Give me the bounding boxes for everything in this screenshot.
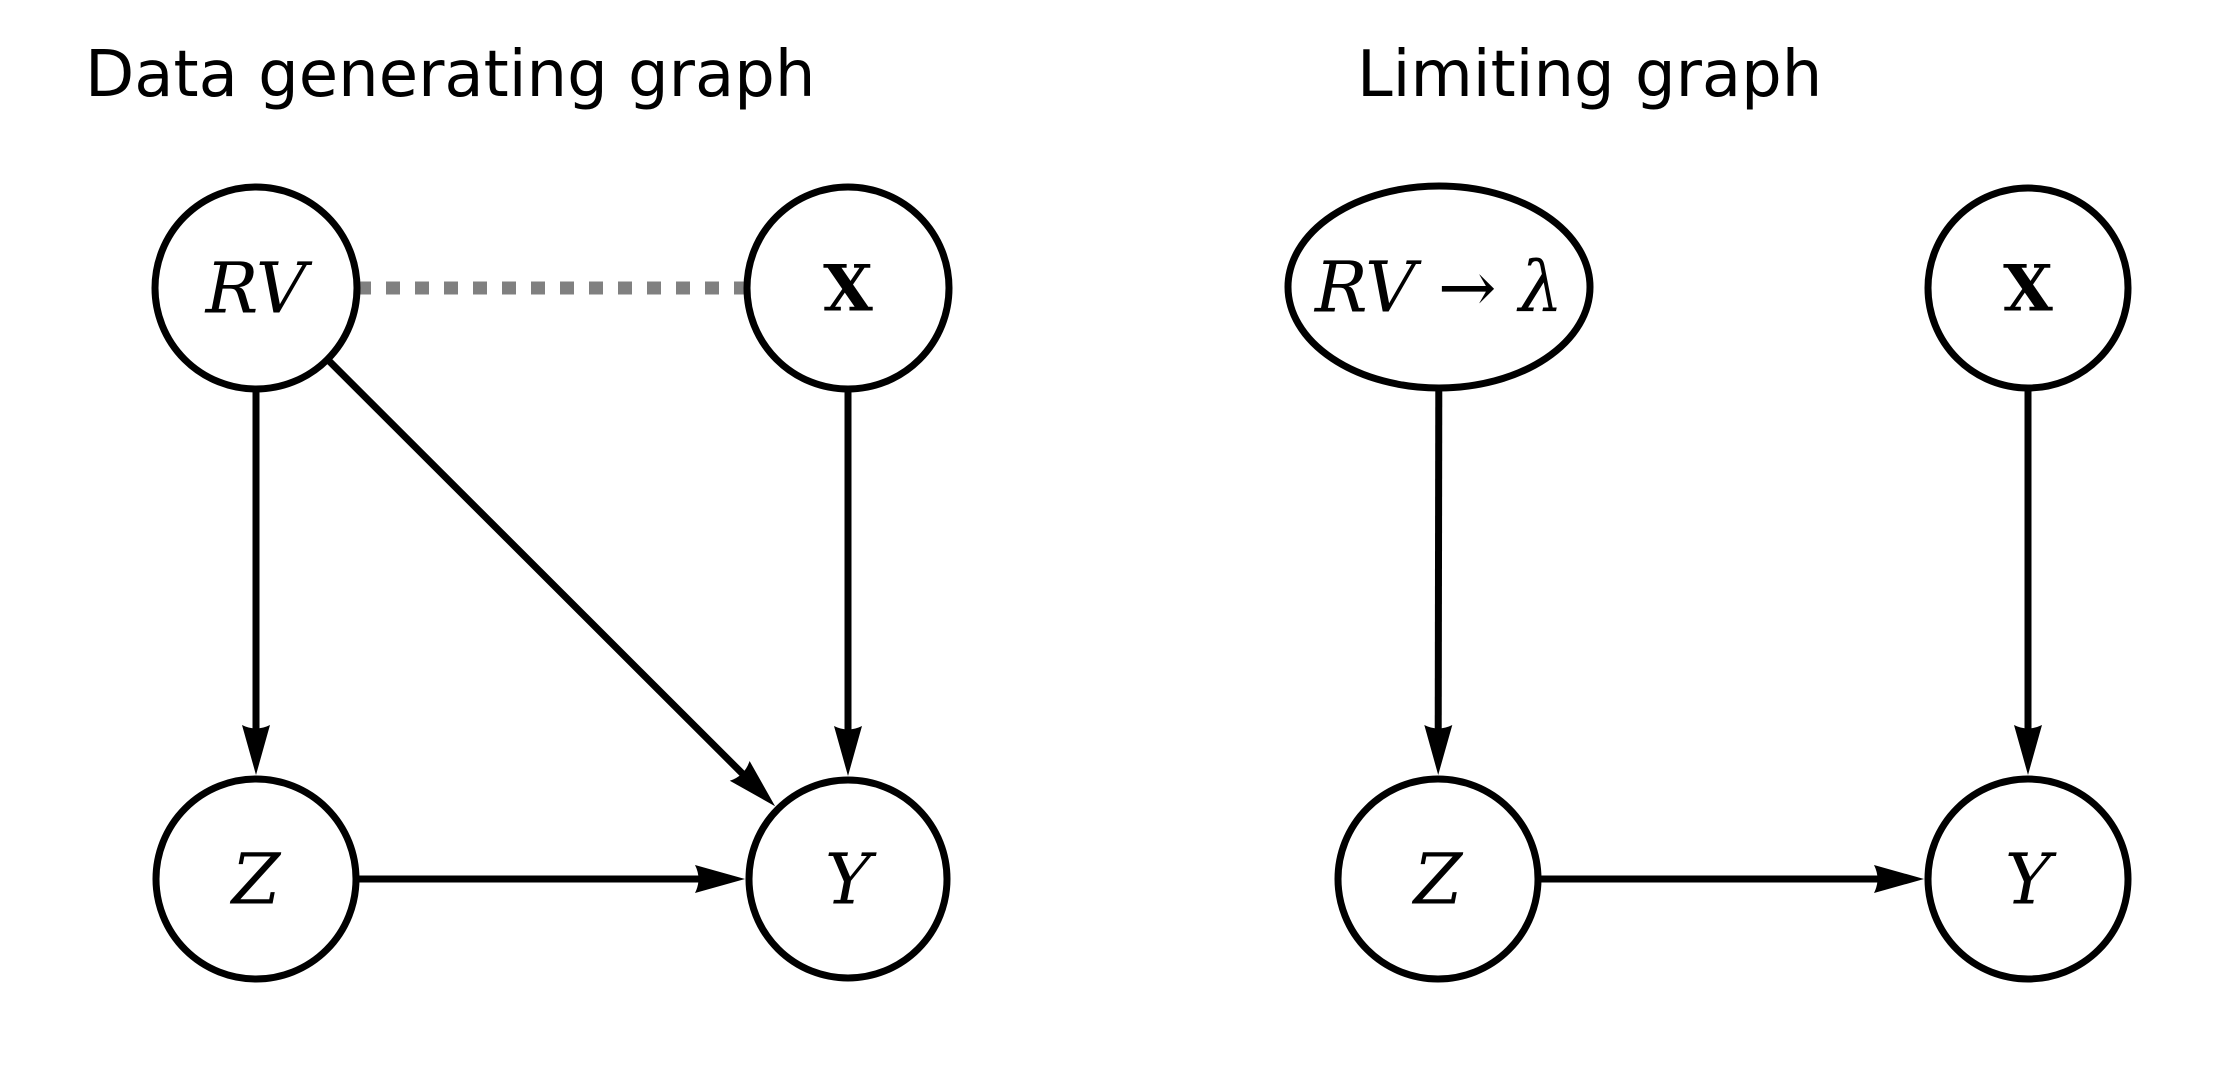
node-RVlambda	[1284, 182, 1594, 392]
edge-RV-Y	[325, 356, 750, 781]
node-label-Y: Y	[825, 839, 877, 921]
node-X	[1924, 184, 2132, 392]
node-label-X: X	[2003, 251, 2053, 326]
arrowhead-Z-Y	[695, 865, 745, 893]
arrowhead-RVlambda-Z	[1424, 725, 1453, 775]
arrowhead-RV-Z	[242, 725, 270, 775]
node-RV	[151, 183, 361, 393]
node-Z	[152, 775, 360, 983]
node-label-RVlambda: RV → λ	[1313, 247, 1563, 329]
left-graph-title: Data generating graph	[85, 38, 815, 112]
edge-RVlambda-Z	[1434, 387, 1443, 736]
right-graph-limiting: RV → λ X Z Y	[1284, 182, 2132, 983]
node-label-Y: Y	[2005, 839, 2057, 921]
node-X	[743, 183, 953, 393]
node-label-Z: Z	[230, 839, 282, 921]
node-label-RV: RV	[204, 248, 313, 330]
node-Y	[745, 776, 951, 982]
node-label-X: X	[823, 251, 873, 326]
left-graph-data-generating: RV X Z Y	[151, 183, 953, 983]
right-graph-title: Limiting graph	[1357, 38, 1822, 112]
node-label-Z: Z	[1412, 839, 1464, 921]
arrowhead-X-Y	[2014, 725, 2042, 775]
arrowhead-X-Y	[834, 726, 862, 776]
node-Y	[1924, 775, 2132, 983]
arrowhead-Z-Y	[1874, 865, 1924, 893]
node-Z	[1334, 775, 1542, 983]
arrowhead-RV-Y	[729, 761, 776, 807]
